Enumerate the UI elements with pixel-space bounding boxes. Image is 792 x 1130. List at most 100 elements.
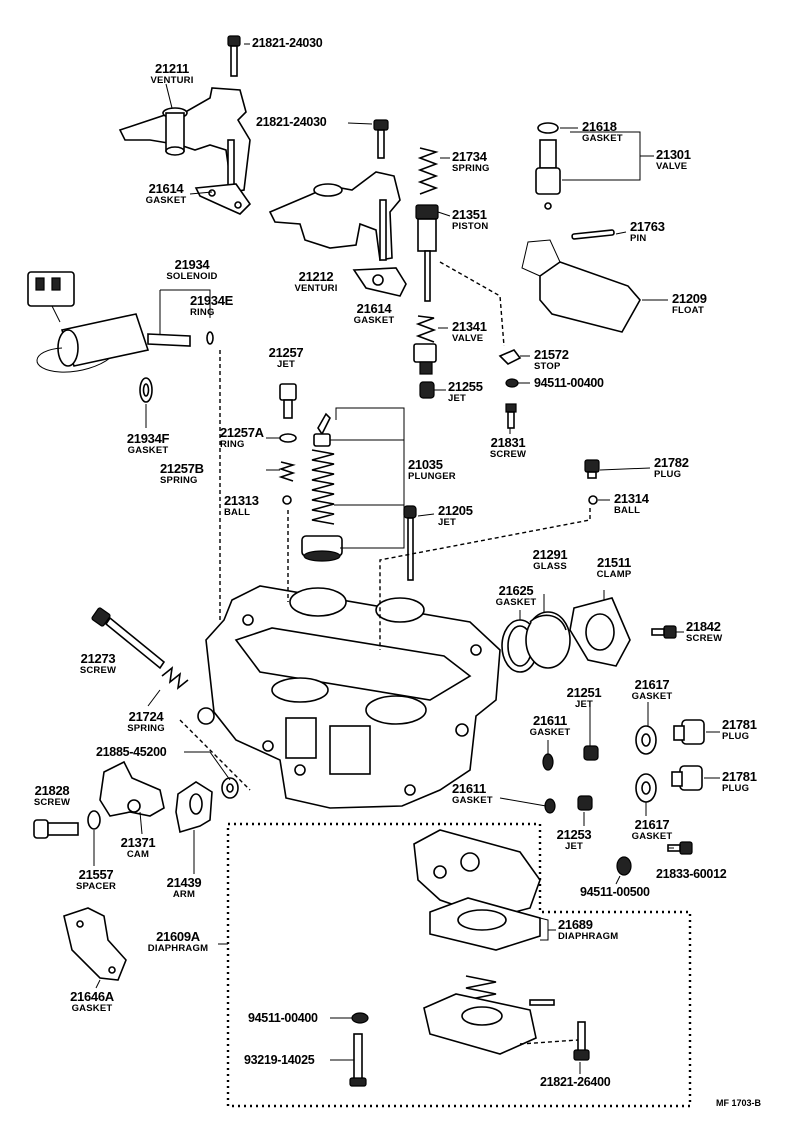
spring-21724 bbox=[161, 666, 189, 690]
jet-21257 bbox=[279, 383, 297, 419]
part-description: DIAPHRAGM bbox=[147, 943, 209, 954]
gasket-21611-lower bbox=[544, 798, 556, 814]
part-number: 21781 bbox=[722, 769, 757, 784]
spring-21734 bbox=[417, 147, 439, 195]
part-number: 21831 bbox=[490, 435, 526, 450]
plunger-21035 bbox=[301, 412, 343, 562]
part-number: 21617 bbox=[634, 817, 670, 832]
part-description: STOP bbox=[534, 361, 561, 372]
part-description: SPRING bbox=[160, 475, 198, 486]
nut-94511-00400-upper bbox=[505, 378, 519, 388]
label-21833-60012: 21833-60012 bbox=[656, 867, 727, 881]
part-number: 21257 bbox=[268, 345, 304, 360]
part-number: 93219-14025 bbox=[244, 1053, 315, 1067]
venturi-21211 bbox=[118, 87, 251, 196]
part-number: 94511-00400 bbox=[534, 376, 604, 390]
part-number: 21313 bbox=[224, 493, 259, 508]
drawing-reference: MF 1703-B bbox=[716, 1098, 762, 1108]
part-number: 21211 bbox=[155, 61, 189, 76]
part-number: 21251 bbox=[566, 685, 602, 700]
part-number: 21205 bbox=[438, 503, 473, 518]
part-number: 21821-24030 bbox=[252, 36, 323, 50]
part-number: 21341 bbox=[452, 319, 487, 334]
part-number: 21763 bbox=[630, 219, 665, 234]
nut-94511-00500 bbox=[616, 856, 632, 876]
part-description: SPACER bbox=[75, 881, 117, 892]
part-number: 21257A bbox=[220, 425, 264, 440]
jet-21255 bbox=[419, 381, 435, 399]
part-description: GASKET bbox=[145, 195, 187, 206]
part-description: SPRING bbox=[452, 163, 490, 174]
screw-21273 bbox=[91, 607, 166, 670]
gasket-21611-upper bbox=[542, 753, 554, 771]
part-number: 21781 bbox=[722, 717, 757, 732]
jet-21205 bbox=[403, 505, 417, 581]
assembly-line-lower bbox=[519, 1039, 579, 1045]
part-description: GASKET bbox=[582, 133, 623, 144]
screw-21821-24030-top bbox=[227, 35, 241, 77]
part-description: GASKET bbox=[71, 1003, 113, 1014]
part-21885-45200 bbox=[221, 777, 239, 799]
label-93219-14025: 93219-14025 bbox=[244, 1053, 315, 1067]
part-description: BALL bbox=[614, 505, 641, 516]
part-number: 94511-00400 bbox=[248, 1011, 318, 1025]
piston-21351 bbox=[415, 204, 439, 302]
part-number: 21291 bbox=[532, 547, 568, 562]
gasket-21618 bbox=[537, 122, 559, 134]
part-number: 21734 bbox=[452, 149, 487, 164]
part-description: RING bbox=[190, 307, 215, 318]
screw-21821-26400 bbox=[573, 1021, 590, 1061]
part-description: GASKET bbox=[631, 691, 673, 702]
gasket-21934f bbox=[139, 377, 153, 403]
part-number: 21689 bbox=[558, 917, 593, 932]
part-number: 21821-26400 bbox=[540, 1075, 611, 1089]
label-21821-24030-top: 21821-24030 bbox=[252, 36, 323, 50]
part-description: JET bbox=[276, 359, 296, 370]
part-number: 21557 bbox=[78, 867, 114, 882]
part-number: 21934 bbox=[174, 257, 210, 272]
label-21821-24030-second: 21821-24030 bbox=[256, 116, 327, 129]
part-number: 21611 bbox=[533, 713, 567, 728]
gasket-21617-lower bbox=[635, 773, 657, 803]
part-number: 21212 bbox=[298, 269, 334, 284]
screw-93219-14025 bbox=[349, 1033, 367, 1087]
part-number: 21209 bbox=[672, 291, 707, 306]
part-description: SPRING bbox=[127, 723, 165, 734]
screw-21842 bbox=[651, 625, 677, 639]
assembly-line-link bbox=[179, 719, 251, 791]
part-number: 21314 bbox=[614, 491, 649, 506]
glass-21291 bbox=[525, 611, 571, 669]
plug-21781-upper bbox=[673, 719, 705, 745]
part-description: VENTURI bbox=[294, 283, 338, 294]
gasket-21617-upper bbox=[635, 725, 657, 755]
part-description: SCREW bbox=[489, 449, 527, 460]
jet-21253 bbox=[577, 795, 593, 811]
part-number: 21885-45200 bbox=[96, 745, 167, 759]
part-number: 21833-60012 bbox=[656, 867, 727, 881]
part-description: PLUG bbox=[722, 783, 750, 794]
part-number: 21618 bbox=[582, 119, 617, 134]
ball-21313 bbox=[282, 495, 292, 505]
part-description: GASKET bbox=[529, 727, 571, 738]
